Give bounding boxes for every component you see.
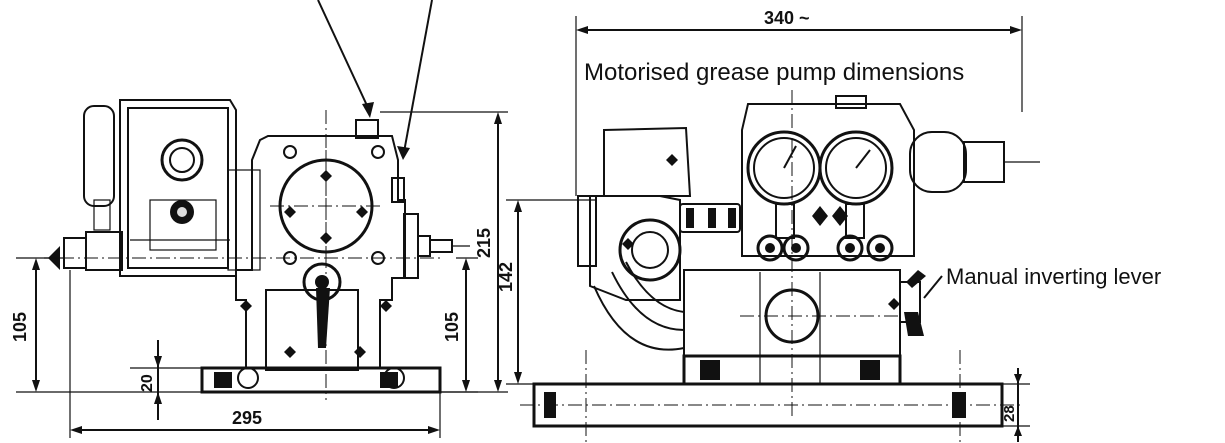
- dim-base-thickness: 20: [139, 374, 156, 392]
- front-view: [506, 16, 1040, 442]
- side-view: [16, 0, 508, 438]
- dim-height-left: 215: [474, 228, 494, 258]
- diagram-title: Motorised grease pump dimensions: [584, 59, 964, 86]
- lever-callout: Manual inverting lever: [946, 264, 1161, 289]
- dim-overall-length: 340 ~: [764, 8, 810, 28]
- dim-base-thickness-right: 28: [1001, 405, 1018, 422]
- dim-base-width: 295: [232, 408, 262, 428]
- dim-outlet-height-mid: 105: [442, 312, 462, 342]
- dim-outlet-height-left: 105: [10, 312, 30, 342]
- dim-height-right: 142: [496, 262, 516, 292]
